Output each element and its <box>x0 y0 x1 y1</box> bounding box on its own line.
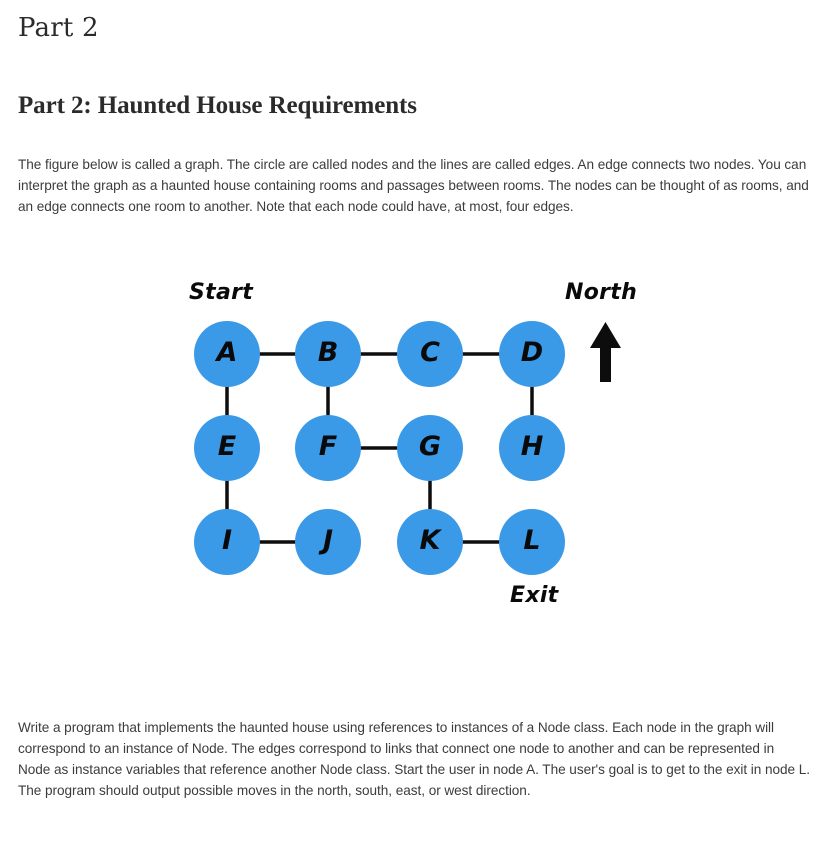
graph-node-j: J <box>295 508 361 575</box>
figure-top-spacer <box>18 217 810 255</box>
graph-node-label: B <box>317 337 339 369</box>
start-label: Start <box>189 279 254 305</box>
graph-node-b: B <box>295 320 361 387</box>
graph-node-label: A <box>216 337 238 369</box>
figure-bottom-spacer <box>18 687 810 717</box>
graph-node-h: H <box>499 414 565 481</box>
graph-node-e: E <box>194 414 260 481</box>
section-heading: Part 2: Haunted House Requirements <box>18 91 417 119</box>
exit-label: Exit <box>510 582 559 608</box>
graph-node-label: E <box>217 431 237 463</box>
graph-svg <box>225 321 621 544</box>
intro-paragraph: The figure below is called a graph. The … <box>18 156 809 214</box>
graph-node-a: A <box>194 320 260 387</box>
graph-node-l: L <box>499 508 565 575</box>
graph-node-label: I <box>221 525 233 557</box>
graph-node-label: F <box>318 431 338 463</box>
graph-node-i: I <box>194 508 260 575</box>
page-title: Part 2 <box>18 13 99 43</box>
graph-node-label: G <box>418 431 442 463</box>
compass-layer <box>590 321 621 382</box>
north-label: North <box>565 279 638 305</box>
graph-node-label: C <box>420 337 440 369</box>
outro-paragraph: Write a program that implements the haun… <box>18 719 811 798</box>
graph-node-f: F <box>295 414 361 481</box>
edge-layer <box>225 351 534 544</box>
graph-node-label: J <box>322 525 334 557</box>
graph-node-k: K <box>397 508 463 575</box>
graph-node-g: G <box>397 414 463 481</box>
graph-node-label: H <box>520 431 544 463</box>
graph-node-label: K <box>419 525 441 557</box>
graph-node-d: D <box>499 320 565 387</box>
graph-node-label: D <box>520 337 544 369</box>
north-arrow-icon <box>590 321 621 382</box>
graph-node-c: C <box>397 320 463 387</box>
graph-node-label: L <box>523 525 541 557</box>
